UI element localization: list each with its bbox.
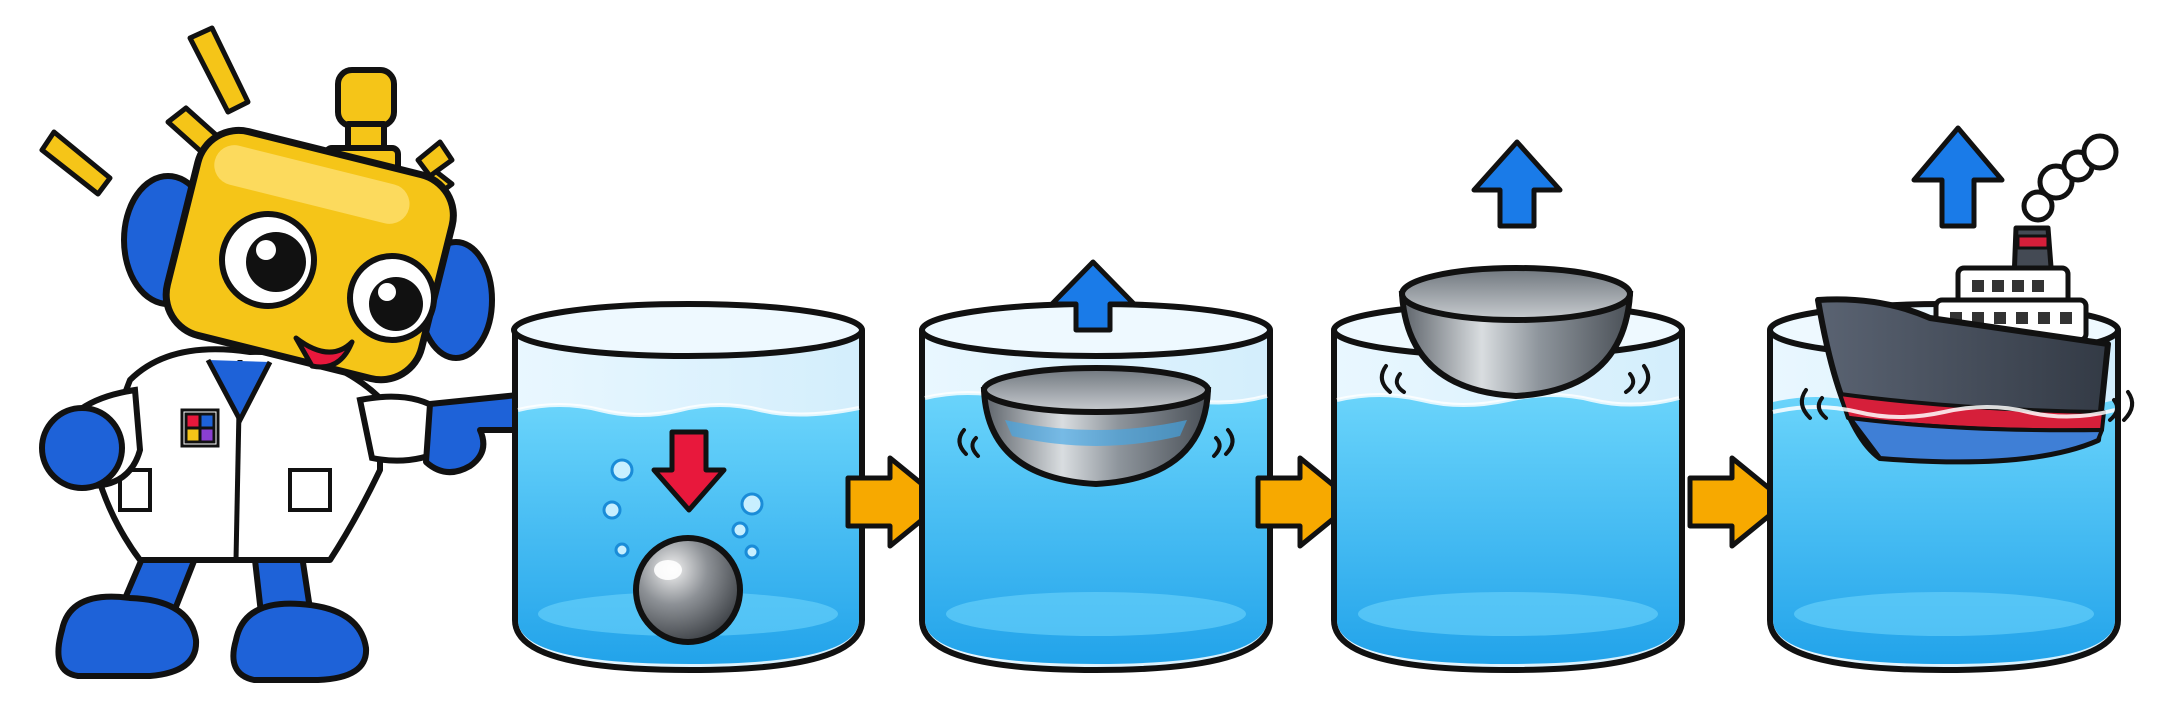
up-arrow-icon: [1471, 139, 1563, 229]
tank-2: [919, 259, 1273, 674]
smoke-puffs: [2021, 133, 2119, 223]
metal-bowl-icon: [980, 365, 1212, 488]
robot-mascot: [39, 25, 554, 683]
metal-bowl-icon: [1398, 265, 1634, 400]
flow-arrow-icon: [1255, 455, 1357, 549]
coat-badge: [180, 408, 220, 448]
flow-arrow-icon: [1687, 455, 1789, 549]
bubbles: [602, 458, 764, 560]
ship-icon: [1815, 133, 2119, 465]
flow-arrow-icon: [845, 455, 947, 549]
tank-4: [1767, 125, 2135, 674]
up-arrow-icon: [1911, 125, 2005, 229]
up-arrow-icon: [1049, 259, 1137, 333]
steel-ball-icon: [633, 535, 743, 645]
robot-eyes: [219, 211, 437, 343]
ripple-marks: [1799, 388, 2135, 422]
down-arrow-icon: [651, 429, 727, 513]
tank-3: [1331, 139, 1685, 674]
ripple-marks: [957, 428, 1235, 458]
robot-mouth: [293, 335, 355, 370]
ripple-marks: [1379, 364, 1651, 394]
robot-left-hand: [39, 405, 125, 491]
tank-1: [511, 301, 865, 674]
robot-legs: [55, 537, 370, 683]
